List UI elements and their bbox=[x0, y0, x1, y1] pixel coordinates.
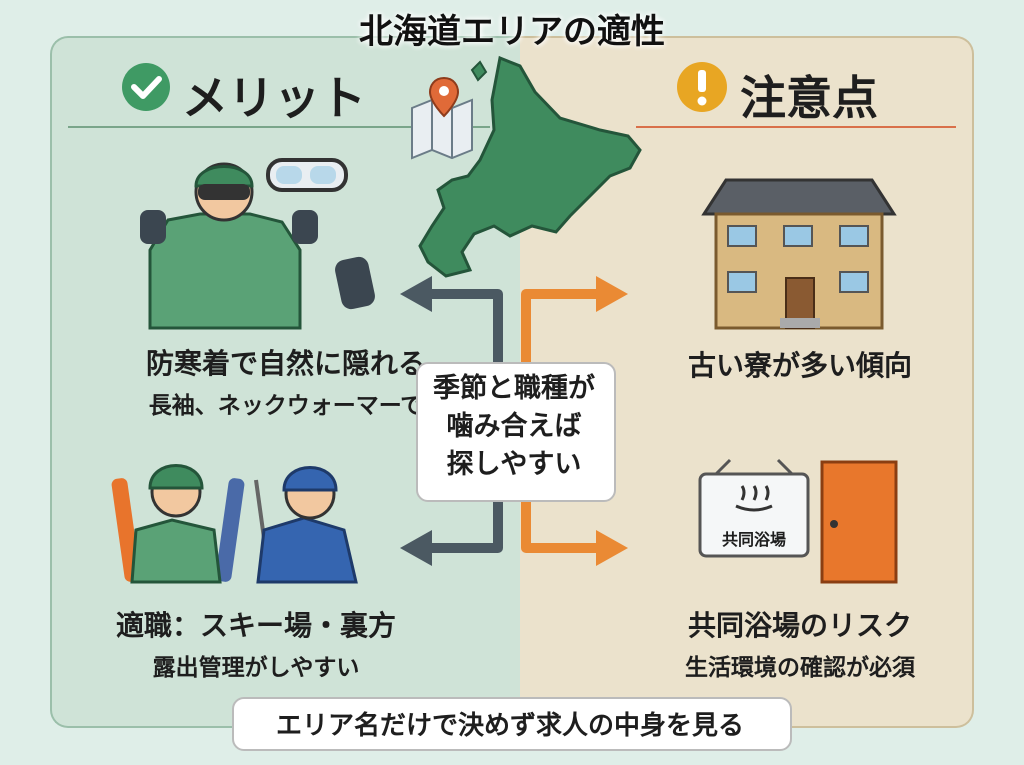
center-line-1: 季節と職種が bbox=[433, 373, 595, 404]
arrow-left-top-icon bbox=[400, 276, 432, 312]
ski-staff-icon bbox=[111, 464, 358, 584]
caution-heading: 注意点 bbox=[740, 71, 878, 125]
winter-person-icon bbox=[140, 158, 375, 330]
caution-item1-title: 古い寮が多い傾向 bbox=[687, 349, 912, 382]
center-callout bbox=[416, 362, 616, 502]
shared-bath-icon bbox=[698, 458, 898, 584]
bath-sign-label: 共同浴場 bbox=[721, 530, 786, 549]
caution-item2-detail: 生活環境の確認が必須 bbox=[685, 655, 915, 681]
caution-item2-title: 共同浴場のリスク bbox=[687, 609, 912, 642]
center-line-2: 噛み合えば bbox=[446, 411, 582, 442]
center-line-3: 探しやすい bbox=[446, 449, 582, 480]
page-title: 北海道エリアの適性 bbox=[359, 12, 665, 52]
warning-circle-icon bbox=[677, 62, 727, 112]
merit-item1-detail: 長袖、ネックウォーマーで bbox=[148, 393, 424, 419]
bottom-note-box bbox=[232, 697, 792, 751]
old-dormitory-icon bbox=[701, 178, 897, 330]
merit-item2-detail: 露出管理がしやすい bbox=[152, 655, 360, 681]
merit-item1-title: 防寒着で自然に隠れる bbox=[145, 347, 426, 380]
arrow-right-top-icon bbox=[596, 276, 628, 312]
arrow-right-bottom-icon bbox=[596, 530, 628, 566]
map-pin-icon bbox=[411, 76, 473, 160]
hokkaido-map bbox=[418, 55, 642, 278]
check-circle-icon bbox=[122, 63, 170, 111]
arrow-left-bottom-icon bbox=[400, 530, 432, 566]
merit-item2-title: 適職：スキー場・裏方 bbox=[115, 609, 396, 642]
bottom-note: エリア名だけで決めず求人の中身を見る bbox=[275, 711, 744, 741]
right-arrows bbox=[521, 289, 598, 553]
merit-heading: メリット bbox=[182, 71, 366, 125]
center-callout-text: 季節と職種が 噛み合えば 探しやすい bbox=[416, 370, 612, 484]
